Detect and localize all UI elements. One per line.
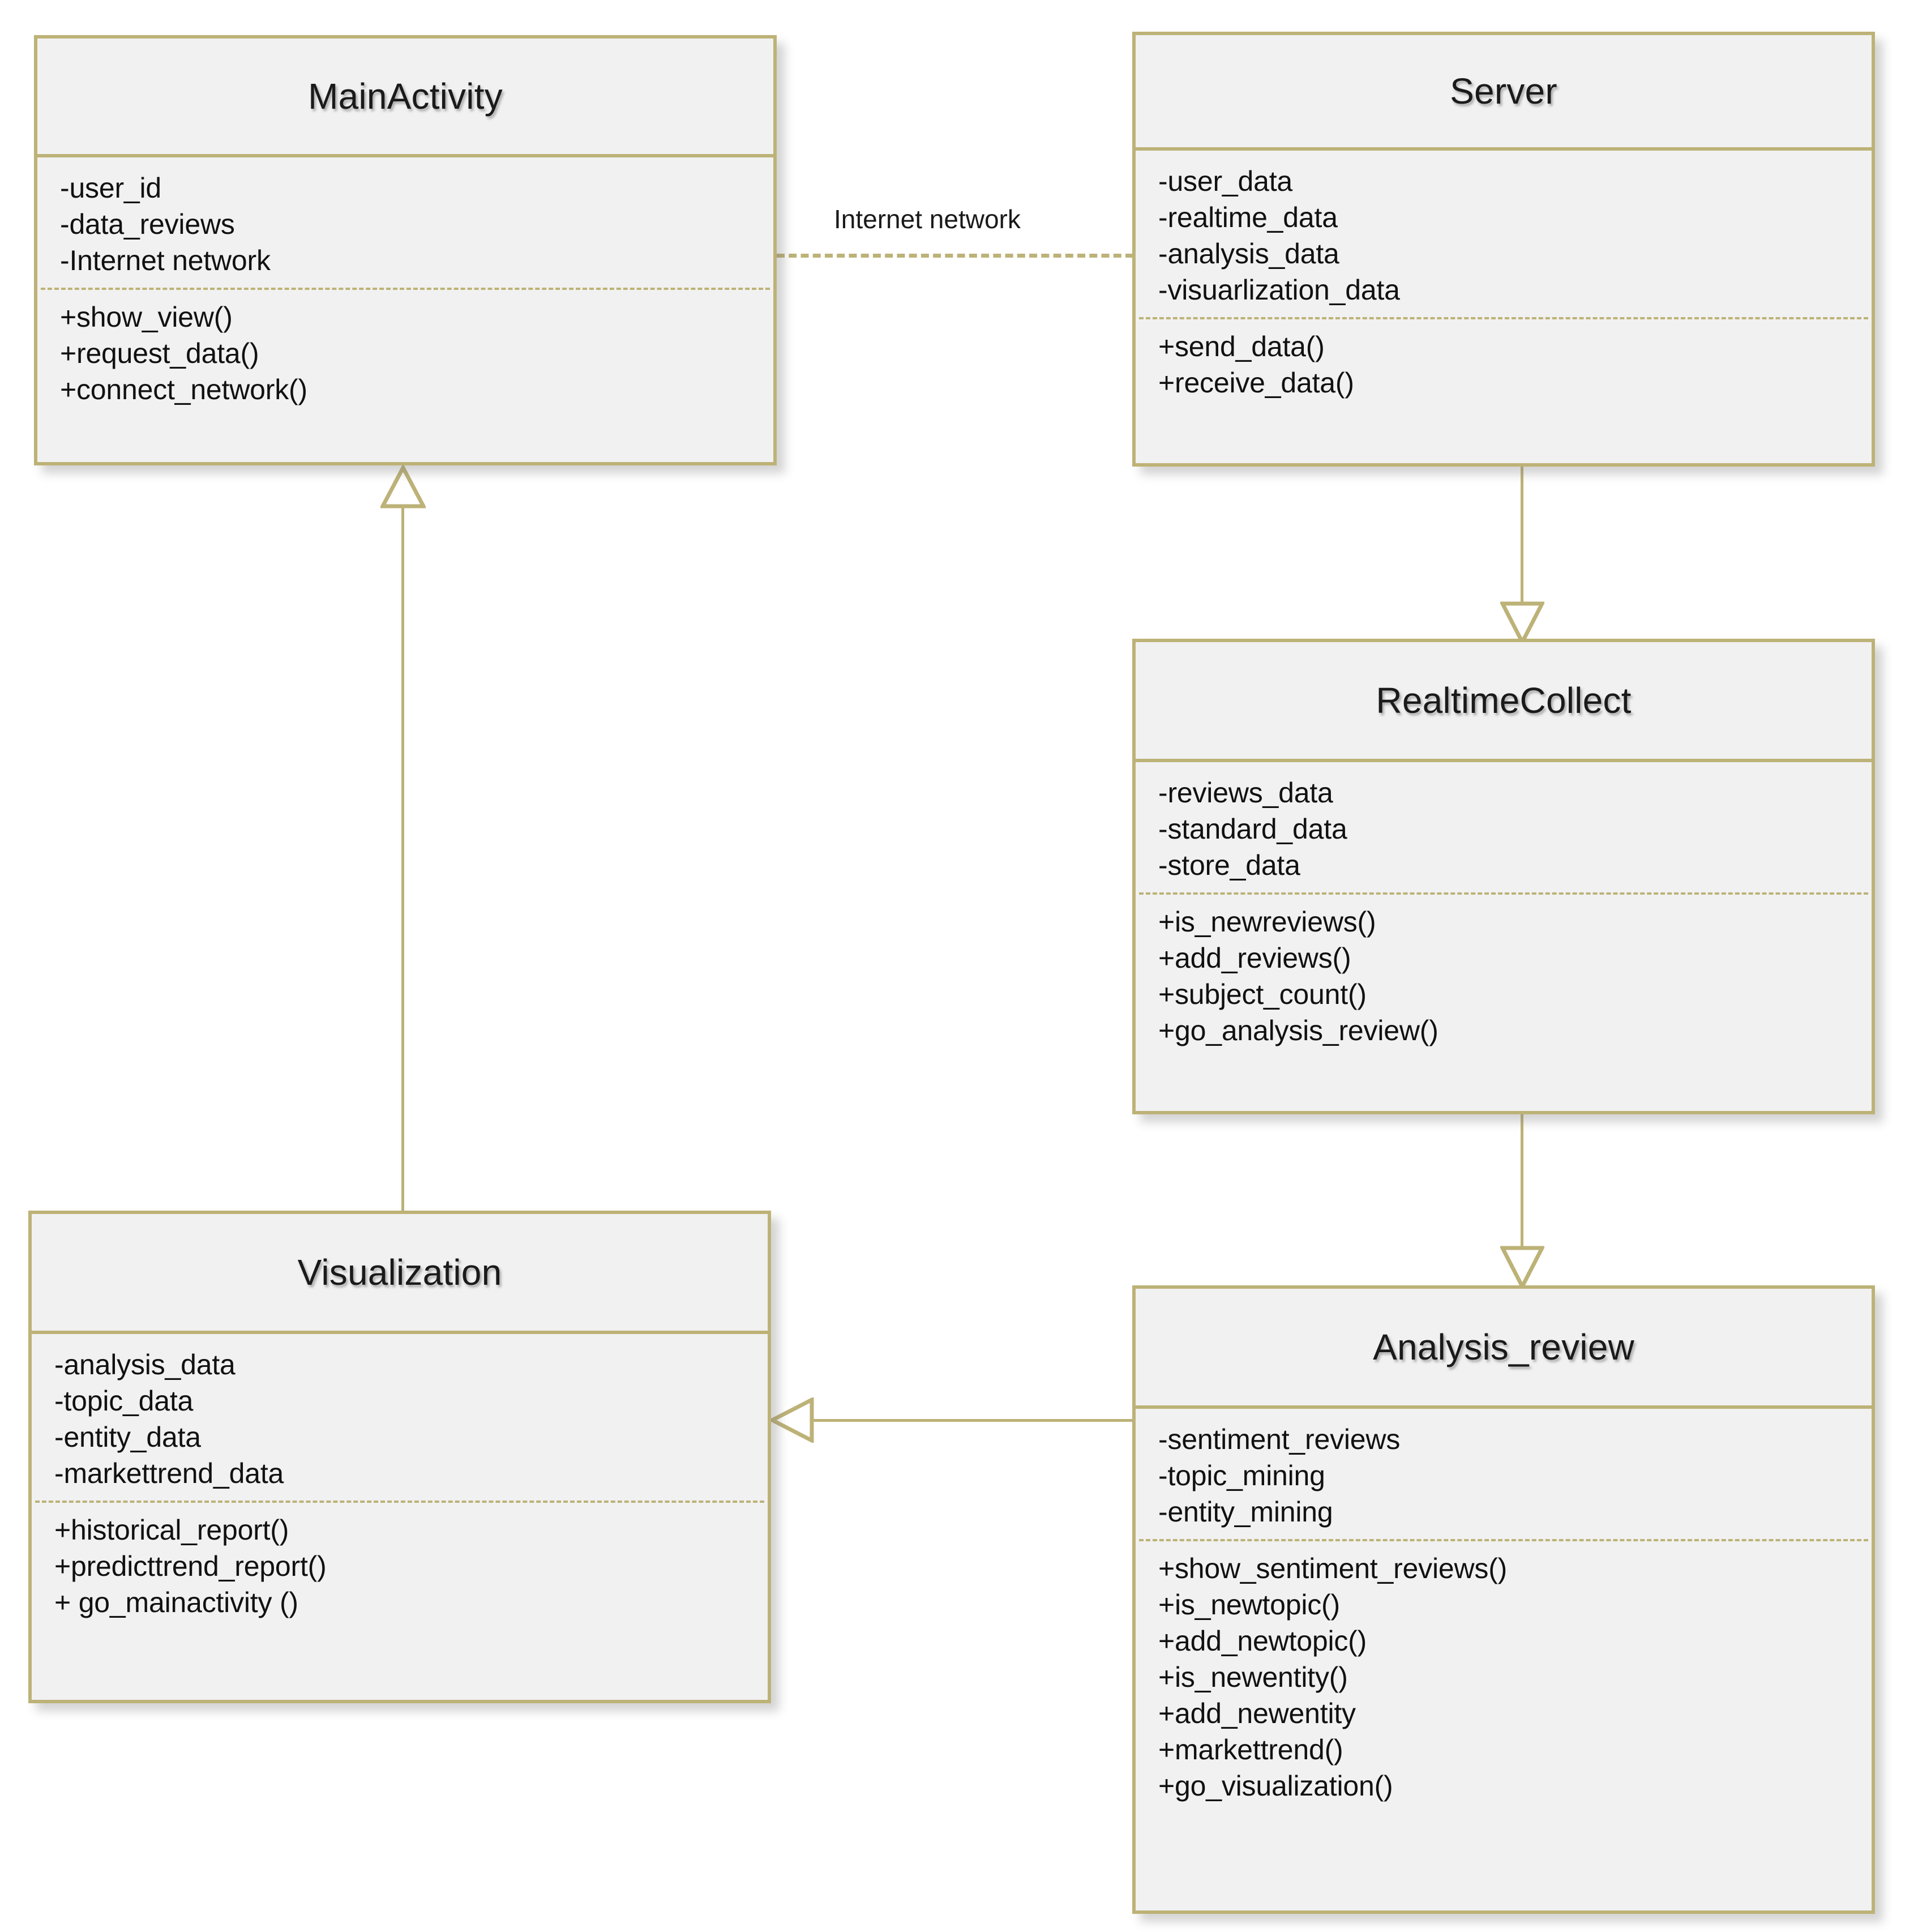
uml-class-header-realtimecollect: RealtimeCollect (1136, 642, 1872, 762)
uml-class-body-mainactivity: -user_id -data_reviews -Internet network… (37, 157, 773, 420)
uml-operation: +predicttrend_report() (54, 1550, 327, 1582)
uml-class-body-visualization: -analysis_data -topic_data -entity_data … (32, 1334, 768, 1633)
uml-class-title-visualization: Visualization (297, 1252, 502, 1293)
uml-class-realtimecollect[interactable]: RealtimeCollect -reviews_data -standard_… (1132, 639, 1875, 1114)
uml-class-visualization[interactable]: Visualization -analysis_data -topic_data… (28, 1211, 771, 1703)
uml-compartment-separator (41, 288, 770, 290)
uml-operation: +send_data() (1158, 331, 1325, 362)
uml-operation: +add_newentity (1158, 1698, 1356, 1729)
connector-realtimecollect-to-analysisreview-line (1521, 1109, 1523, 1250)
uml-class-header-mainactivity: MainActivity (37, 39, 773, 157)
uml-attributes-visualization: -analysis_data -topic_data -entity_data … (32, 1347, 768, 1491)
uml-attribute: -analysis_data (1158, 238, 1339, 270)
uml-operation: +show_sentiment_reviews() (1158, 1553, 1508, 1584)
arrowhead-hollow-triangle-left-visualization (770, 1397, 814, 1443)
uml-compartment-separator (1139, 317, 1868, 319)
uml-operation: +go_analysis_review() (1158, 1015, 1438, 1046)
uml-class-server[interactable]: Server -user_data -realtime_data -analys… (1132, 32, 1875, 467)
uml-class-body-server: -user_data -realtime_data -analysis_data… (1136, 151, 1872, 413)
connector-internet-network (777, 254, 1133, 258)
uml-attributes-realtimecollect: -reviews_data -standard_data -store_data (1136, 775, 1872, 883)
uml-operations-analysis-review: +show_sentiment_reviews() +is_newtopic()… (1136, 1550, 1872, 1804)
arrowhead-hollow-triangle-down-analysisreview (1500, 1245, 1544, 1289)
uml-attribute: -user_data (1158, 165, 1293, 197)
connector-visualization-to-mainactivity-line (401, 503, 404, 1211)
uml-attributes-mainactivity: -user_id -data_reviews -Internet network (37, 170, 773, 279)
uml-attribute: -realtime_data (1158, 202, 1338, 233)
uml-operation: +subject_count() (1158, 978, 1367, 1010)
uml-class-mainactivity[interactable]: MainActivity -user_id -data_reviews -Int… (34, 35, 777, 465)
uml-operation: + go_mainactivity () (54, 1587, 298, 1618)
uml-operation: +connect_network() (60, 374, 307, 405)
uml-operation: +markettrend() (1158, 1734, 1343, 1766)
uml-class-title-server: Server (1450, 71, 1557, 112)
uml-operation: +show_view() (60, 301, 233, 333)
uml-operation: +add_reviews() (1158, 942, 1351, 974)
uml-class-header-analysis-review: Analysis_review (1136, 1289, 1872, 1409)
uml-class-body-realtimecollect: -reviews_data -standard_data -store_data… (1136, 762, 1872, 1061)
uml-attribute: -Internet network (60, 245, 271, 276)
uml-attribute: -entity_data (54, 1421, 201, 1453)
uml-operation: +is_newreviews() (1158, 906, 1376, 938)
arrowhead-hollow-triangle-down-realtimecollect (1500, 600, 1544, 644)
uml-class-title-mainactivity: MainActivity (308, 76, 503, 117)
uml-attribute: -sentiment_reviews (1158, 1424, 1401, 1455)
uml-attribute: -visuarlization_data (1158, 274, 1400, 306)
uml-operations-visualization: +historical_report() +predicttrend_repor… (32, 1512, 768, 1621)
uml-attribute: -markettrend_data (54, 1457, 284, 1489)
uml-compartment-separator (1139, 892, 1868, 895)
uml-attributes-server: -user_data -realtime_data -analysis_data… (1136, 163, 1872, 308)
uml-attributes-analysis-review: -sentiment_reviews -topic_mining -entity… (1136, 1421, 1872, 1530)
uml-compartment-separator (1139, 1539, 1868, 1541)
uml-attribute: -analysis_data (54, 1349, 236, 1380)
uml-operations-server: +send_data() +receive_data() (1136, 328, 1872, 401)
connector-analysisreview-to-visualization-line (810, 1419, 1138, 1422)
connector-server-to-realtimecollect-line (1521, 464, 1523, 606)
uml-class-header-visualization: Visualization (32, 1214, 768, 1334)
uml-operation: +receive_data() (1158, 367, 1354, 399)
uml-operation: +is_newtopic() (1158, 1589, 1340, 1621)
uml-operations-realtimecollect: +is_newreviews() +add_reviews() +subject… (1136, 904, 1872, 1049)
uml-attribute: -data_reviews (60, 208, 235, 240)
uml-attribute: -user_id (60, 172, 162, 204)
uml-class-title-analysis-review: Analysis_review (1373, 1327, 1634, 1367)
uml-compartment-separator (35, 1501, 764, 1503)
uml-attribute: -standard_data (1158, 813, 1347, 845)
uml-attribute: -topic_mining (1158, 1460, 1325, 1491)
uml-class-analysis-review[interactable]: Analysis_review -sentiment_reviews -topi… (1132, 1285, 1875, 1914)
uml-attribute: -store_data (1158, 849, 1300, 881)
uml-operation: +go_visualization() (1158, 1770, 1393, 1802)
uml-operation: +is_newentity() (1158, 1661, 1348, 1693)
arrowhead-hollow-triangle-up-mainactivity (380, 465, 426, 508)
uml-class-header-server: Server (1136, 35, 1872, 151)
connector-label-internet-network: Internet network (834, 204, 1021, 234)
uml-operations-mainactivity: +show_view() +request_data() +connect_ne… (37, 299, 773, 408)
uml-class-title-realtimecollect: RealtimeCollect (1376, 680, 1632, 721)
uml-attribute: -entity_mining (1158, 1496, 1333, 1528)
uml-operation: +request_data() (60, 337, 259, 369)
uml-attribute: -reviews_data (1158, 777, 1333, 809)
uml-operation: +historical_report() (54, 1514, 289, 1546)
uml-attribute: -topic_data (54, 1385, 194, 1417)
uml-operation: +add_newtopic() (1158, 1625, 1367, 1657)
uml-class-body-analysis-review: -sentiment_reviews -topic_mining -entity… (1136, 1409, 1872, 1816)
